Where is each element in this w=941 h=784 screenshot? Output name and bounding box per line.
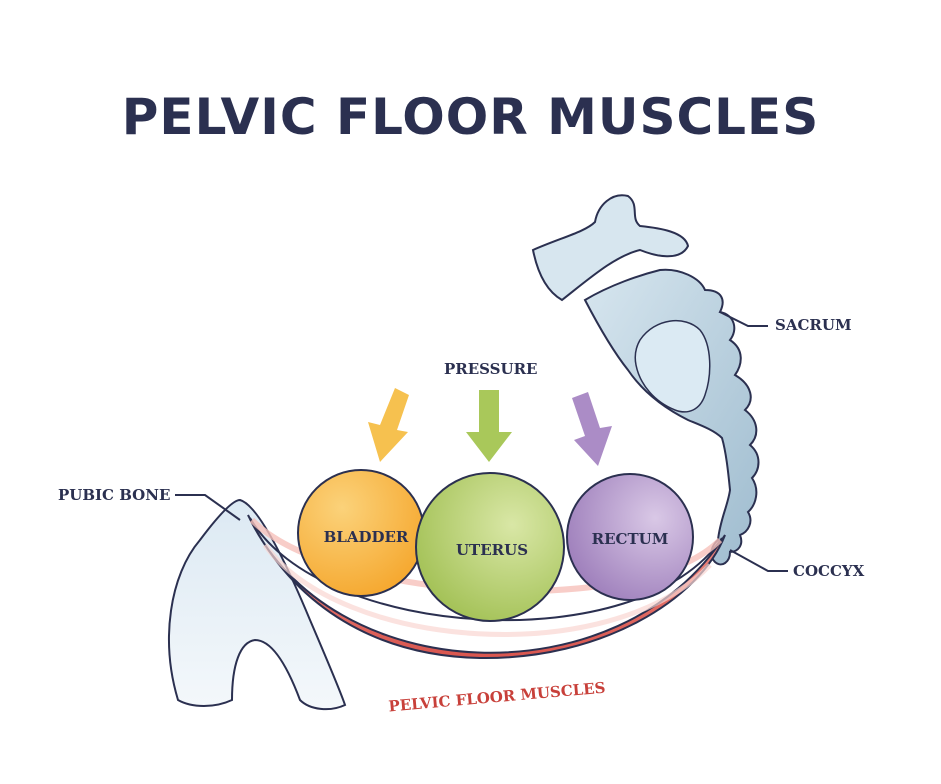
rectum-shape xyxy=(566,473,694,601)
pressure-arrow-purple xyxy=(572,392,612,466)
uterus-label: UTERUS xyxy=(455,541,529,559)
sacrum-leader xyxy=(719,311,768,327)
sacrum-bone xyxy=(531,194,760,566)
pubic-bone-label: PUBIC BONE xyxy=(58,486,171,504)
bladder-label: BLADDER xyxy=(323,528,409,546)
pressure-arrow-green xyxy=(466,390,512,462)
page-title: PELVIC FLOOR MUSCLES xyxy=(121,88,820,146)
coccyx-label: COCCYX xyxy=(793,562,865,580)
pressure-arrow-yellow xyxy=(368,388,409,462)
rectum-label: RECTUM xyxy=(591,530,669,548)
sacrum-label: SACRUM xyxy=(775,316,852,334)
pressure-label: PRESSURE xyxy=(444,360,538,378)
coccyx-leader xyxy=(729,549,788,572)
pubic-bone xyxy=(168,498,347,711)
uterus-shape xyxy=(415,472,565,622)
pubic-bone-leader xyxy=(175,494,241,521)
